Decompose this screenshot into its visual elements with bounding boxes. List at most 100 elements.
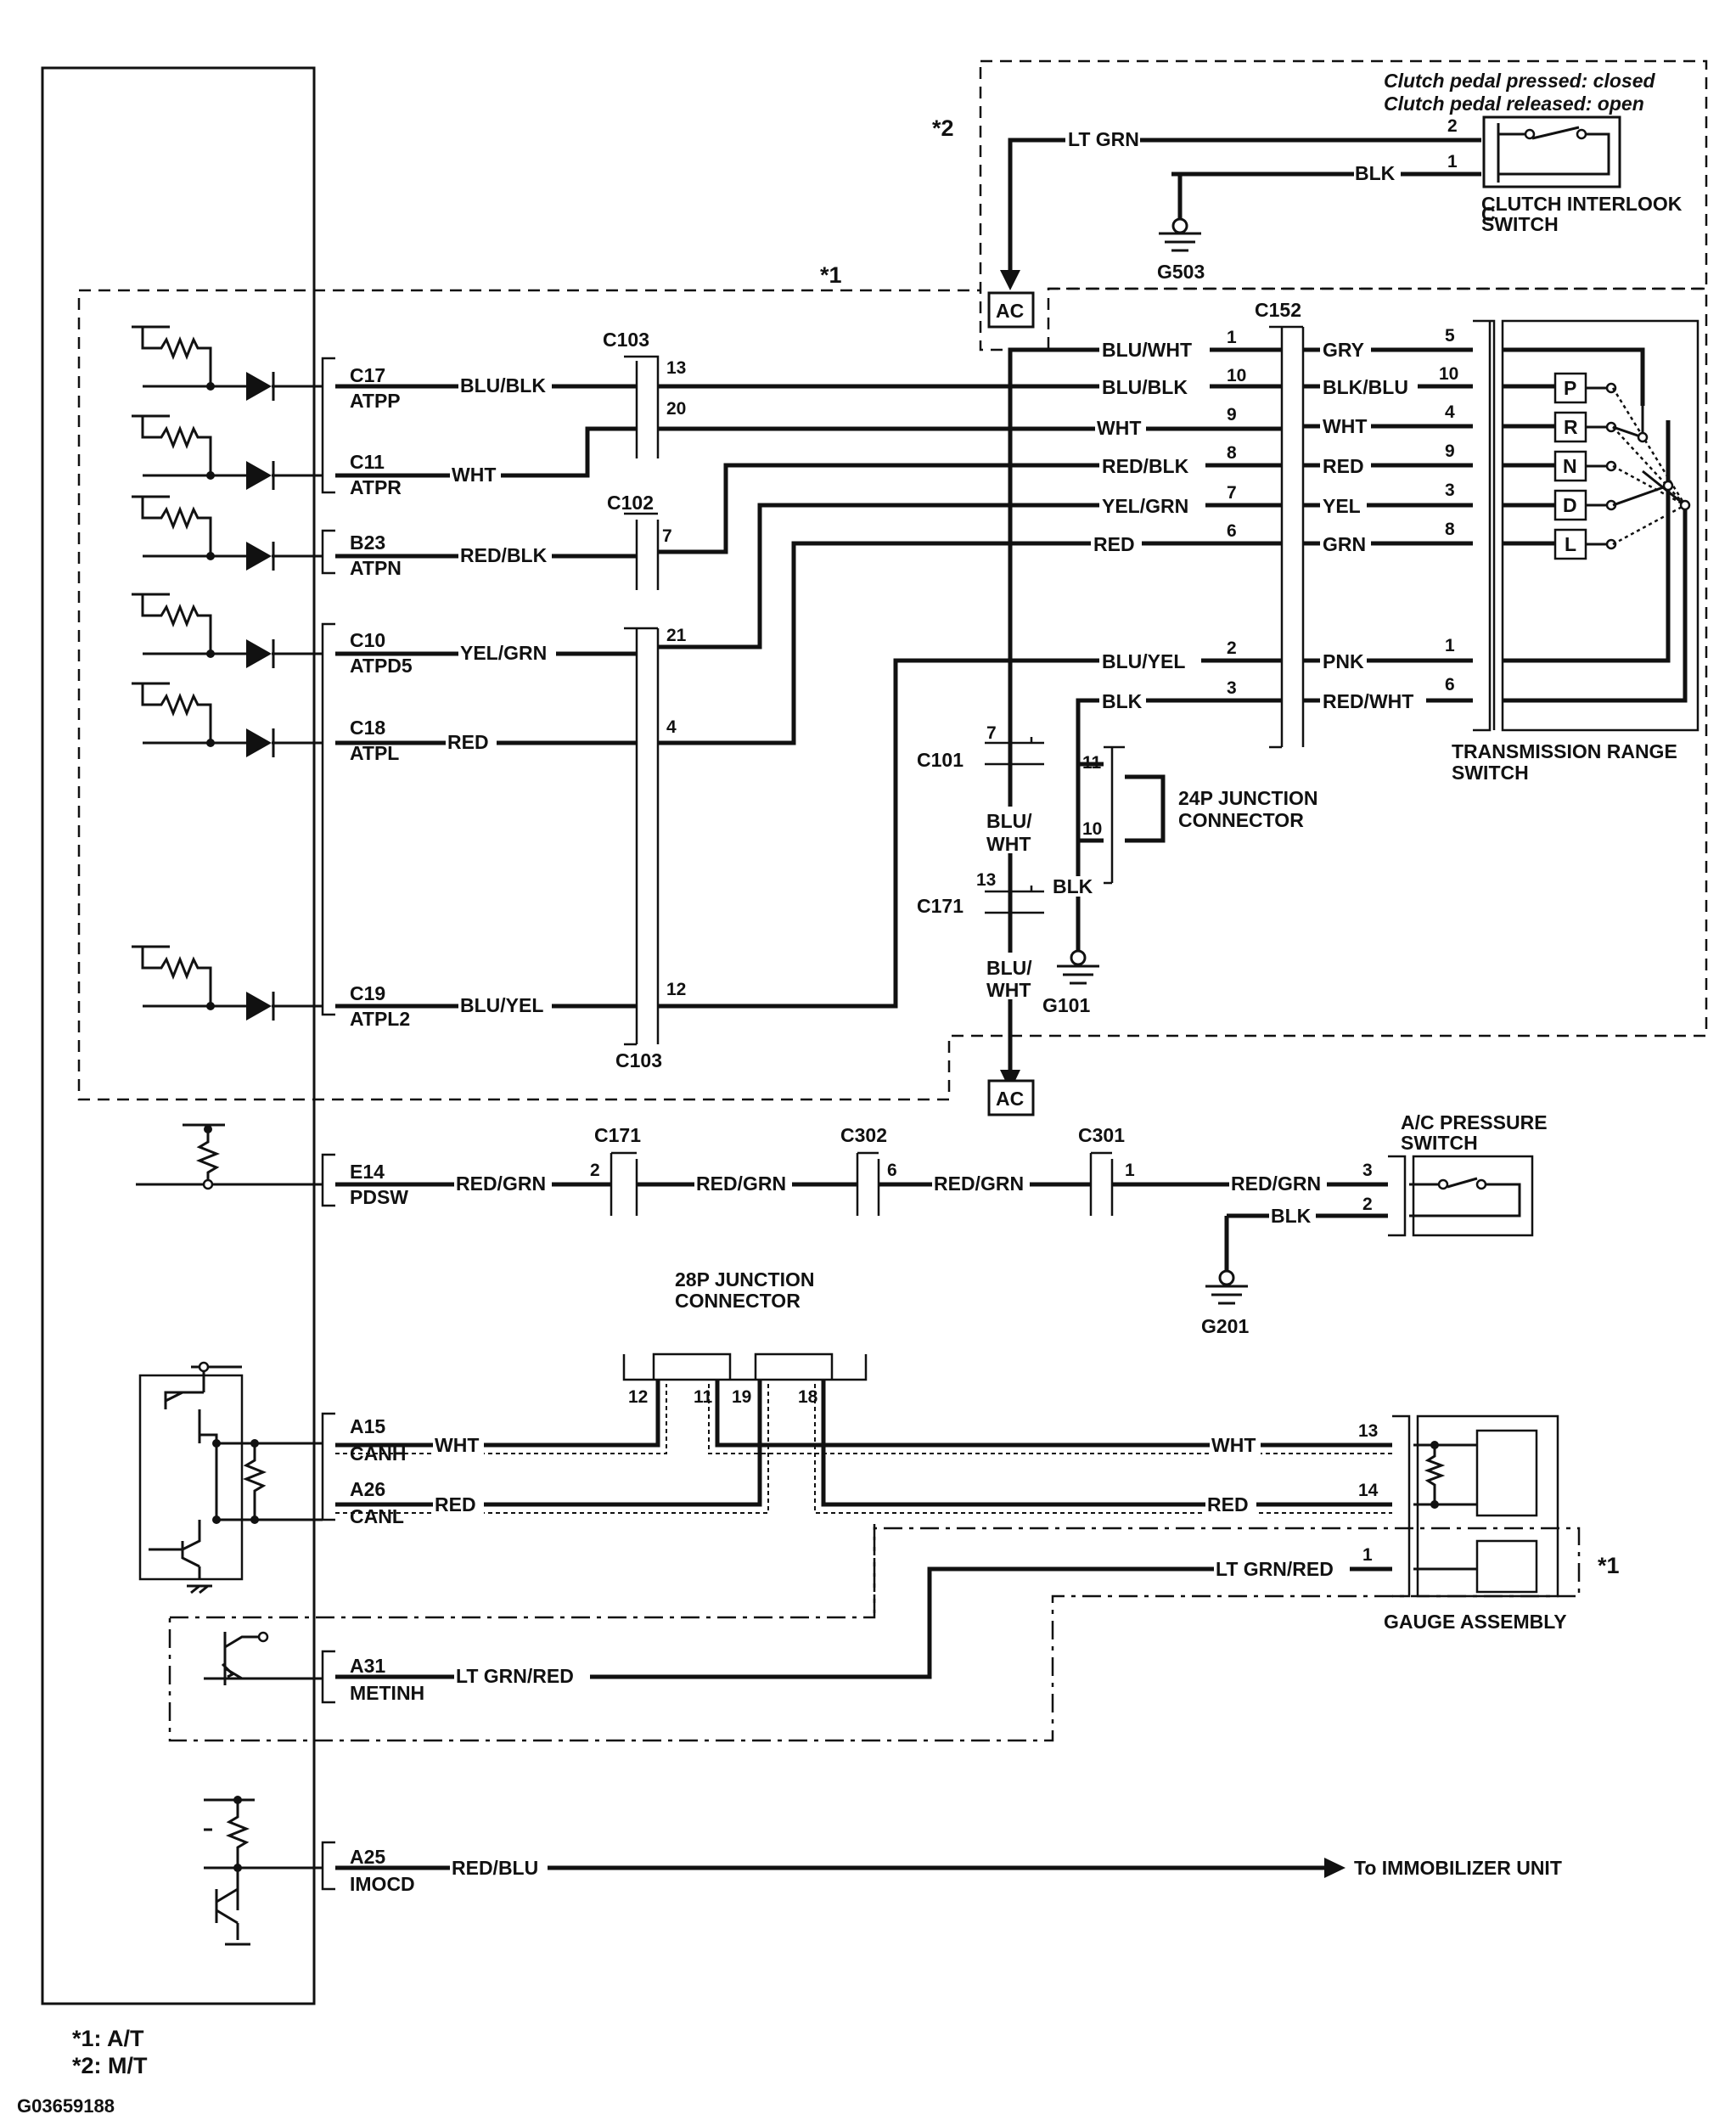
c152-label: C152 [1255,299,1301,321]
svg-text:2: 2 [1227,638,1237,658]
g503-ground-symbol [1159,232,1201,252]
svg-text:WHT: WHT [1211,1434,1256,1456]
svg-text:C18: C18 [350,717,385,739]
svg-text:13: 13 [666,358,686,378]
transmission-range-switch: P R N D L TRANSMISSION RANGE SWITCH [1452,319,1699,784]
svg-text:10: 10 [1227,366,1246,385]
clutch-interlock-switch: Clutch pedal pressed: closed Clutch peda… [1384,70,1655,225]
svg-text:9: 9 [1227,405,1237,425]
svg-text:ATPD5: ATPD5 [350,655,413,677]
svg-text:RED: RED [1093,533,1135,555]
svg-text:AC: AC [996,1088,1024,1110]
svg-text:PNK: PNK [1323,650,1364,672]
c101-c171-ac-line: BLU/WHT BLU/WHT 7 13 C101 C171 AC [917,723,1044,1116]
svg-text:WHT: WHT [1097,417,1141,439]
star1-label: *1 [820,262,842,288]
svg-text:SWITCH: SWITCH [1452,762,1529,784]
svg-text:BLU/: BLU/ [986,957,1032,979]
svg-text:RED/GRN: RED/GRN [456,1172,546,1195]
svg-text:ATPR: ATPR [350,476,402,498]
svg-text:10: 10 [1439,364,1458,384]
svg-text:6: 6 [887,1161,897,1180]
svg-text:RED/WHT: RED/WHT [1323,690,1413,712]
svg-text:ATPN: ATPN [350,557,402,579]
svg-text:3: 3 [1227,678,1237,698]
svg-text:7: 7 [986,723,997,743]
svg-text:GRN: GRN [1323,533,1366,555]
svg-text:10: 10 [1082,819,1102,839]
svg-text:PDSW: PDSW [350,1186,408,1208]
svg-text:C19: C19 [350,982,385,1004]
ac-pressure-switch: A/C PRESSURE SWITCH G201 [1201,1111,1548,1337]
svg-text:9: 9 [1445,441,1455,461]
svg-text:N: N [1563,455,1577,477]
ecm-pdsw-circuit [136,1123,323,1190]
svg-text:RED: RED [447,731,489,753]
c152-connector [1269,325,1305,749]
svg-text:YEL: YEL [1323,495,1361,517]
svg-text:28P JUNCTION: 28P JUNCTION [675,1268,814,1291]
jc28-connector: 28P JUNCTION CONNECTOR 12 11 19 18 [622,1268,868,1407]
svg-text:L: L [1565,533,1576,555]
clutch-switch-name-2: SWITCH [1481,213,1559,235]
c103-bottom-connector [624,627,660,1046]
svg-text:C301: C301 [1078,1124,1125,1146]
svg-text:7: 7 [662,526,672,546]
svg-text:METINH: METINH [350,1682,424,1704]
svg-text:RED: RED [435,1493,476,1515]
svg-text:TRANSMISSION RANGE: TRANSMISSION RANGE [1452,740,1677,762]
svg-text:7: 7 [1227,483,1237,503]
svg-text:G201: G201 [1201,1315,1249,1337]
svg-text:RED: RED [1207,1493,1249,1515]
svg-text:C11: C11 [350,451,385,473]
at-dashed-box [77,287,1708,1101]
svg-text:A/C PRESSURE: A/C PRESSURE [1401,1111,1548,1133]
svg-text:C10: C10 [350,629,385,651]
ac-box-top [987,291,1035,329]
svg-text:18: 18 [798,1387,818,1407]
svg-text:19: 19 [732,1387,751,1407]
svg-text:BLK: BLK [1102,690,1143,712]
svg-text:C171: C171 [917,895,964,917]
svg-text:WHT: WHT [435,1434,479,1456]
svg-text:4: 4 [666,717,677,737]
svg-text:2: 2 [590,1161,600,1180]
ac-box-top-label: AC [996,300,1024,322]
svg-text:CONNECTOR: CONNECTOR [1178,809,1304,831]
svg-text:6: 6 [1445,675,1455,694]
svg-text:E14: E14 [350,1161,385,1183]
svg-text:1: 1 [1125,1161,1135,1180]
svg-text:BLU/BLK: BLU/BLK [460,374,546,396]
svg-text:4: 4 [1445,402,1455,422]
clutch-pin1: 1 [1447,152,1458,172]
svg-text:11: 11 [1082,753,1102,773]
svg-text:1: 1 [1362,1545,1373,1565]
svg-text:WHT: WHT [1323,415,1367,437]
svg-text:5: 5 [1445,326,1455,346]
svg-text:C101: C101 [917,749,964,771]
c103-pin-numbers: 13 20 7 21 4 12 [662,358,687,999]
svg-text:C17: C17 [350,364,385,386]
svg-text:CONNECTOR: CONNECTOR [675,1290,801,1312]
svg-text:CANL: CANL [350,1505,404,1527]
svg-text:GRY: GRY [1323,339,1364,361]
svg-text:RED/BLK: RED/BLK [460,544,548,566]
ecm-connector-brackets [321,357,335,1891]
svg-text:B23: B23 [350,531,385,554]
svg-text:A15: A15 [350,1415,385,1437]
svg-text:LT GRN/RED: LT GRN/RED [456,1665,574,1687]
svg-text:WHT: WHT [986,979,1031,1001]
svg-text:A26: A26 [350,1478,385,1500]
svg-text:BLK: BLK [1271,1205,1312,1227]
svg-text:12: 12 [628,1387,648,1407]
g503-wire [1171,172,1183,222]
svg-text:BLU/WHT: BLU/WHT [1102,339,1192,361]
svg-text:YEL/GRN: YEL/GRN [460,642,547,664]
svg-text:G101: G101 [1042,994,1090,1016]
metinh-line: LT GRN/RED LT GRN/RED 1 [335,1545,1392,1687]
svg-text:BLU/: BLU/ [986,810,1032,832]
svg-text:6: 6 [1227,521,1237,541]
svg-text:BLU/YEL: BLU/YEL [460,994,543,1016]
svg-text:13: 13 [1358,1421,1378,1441]
